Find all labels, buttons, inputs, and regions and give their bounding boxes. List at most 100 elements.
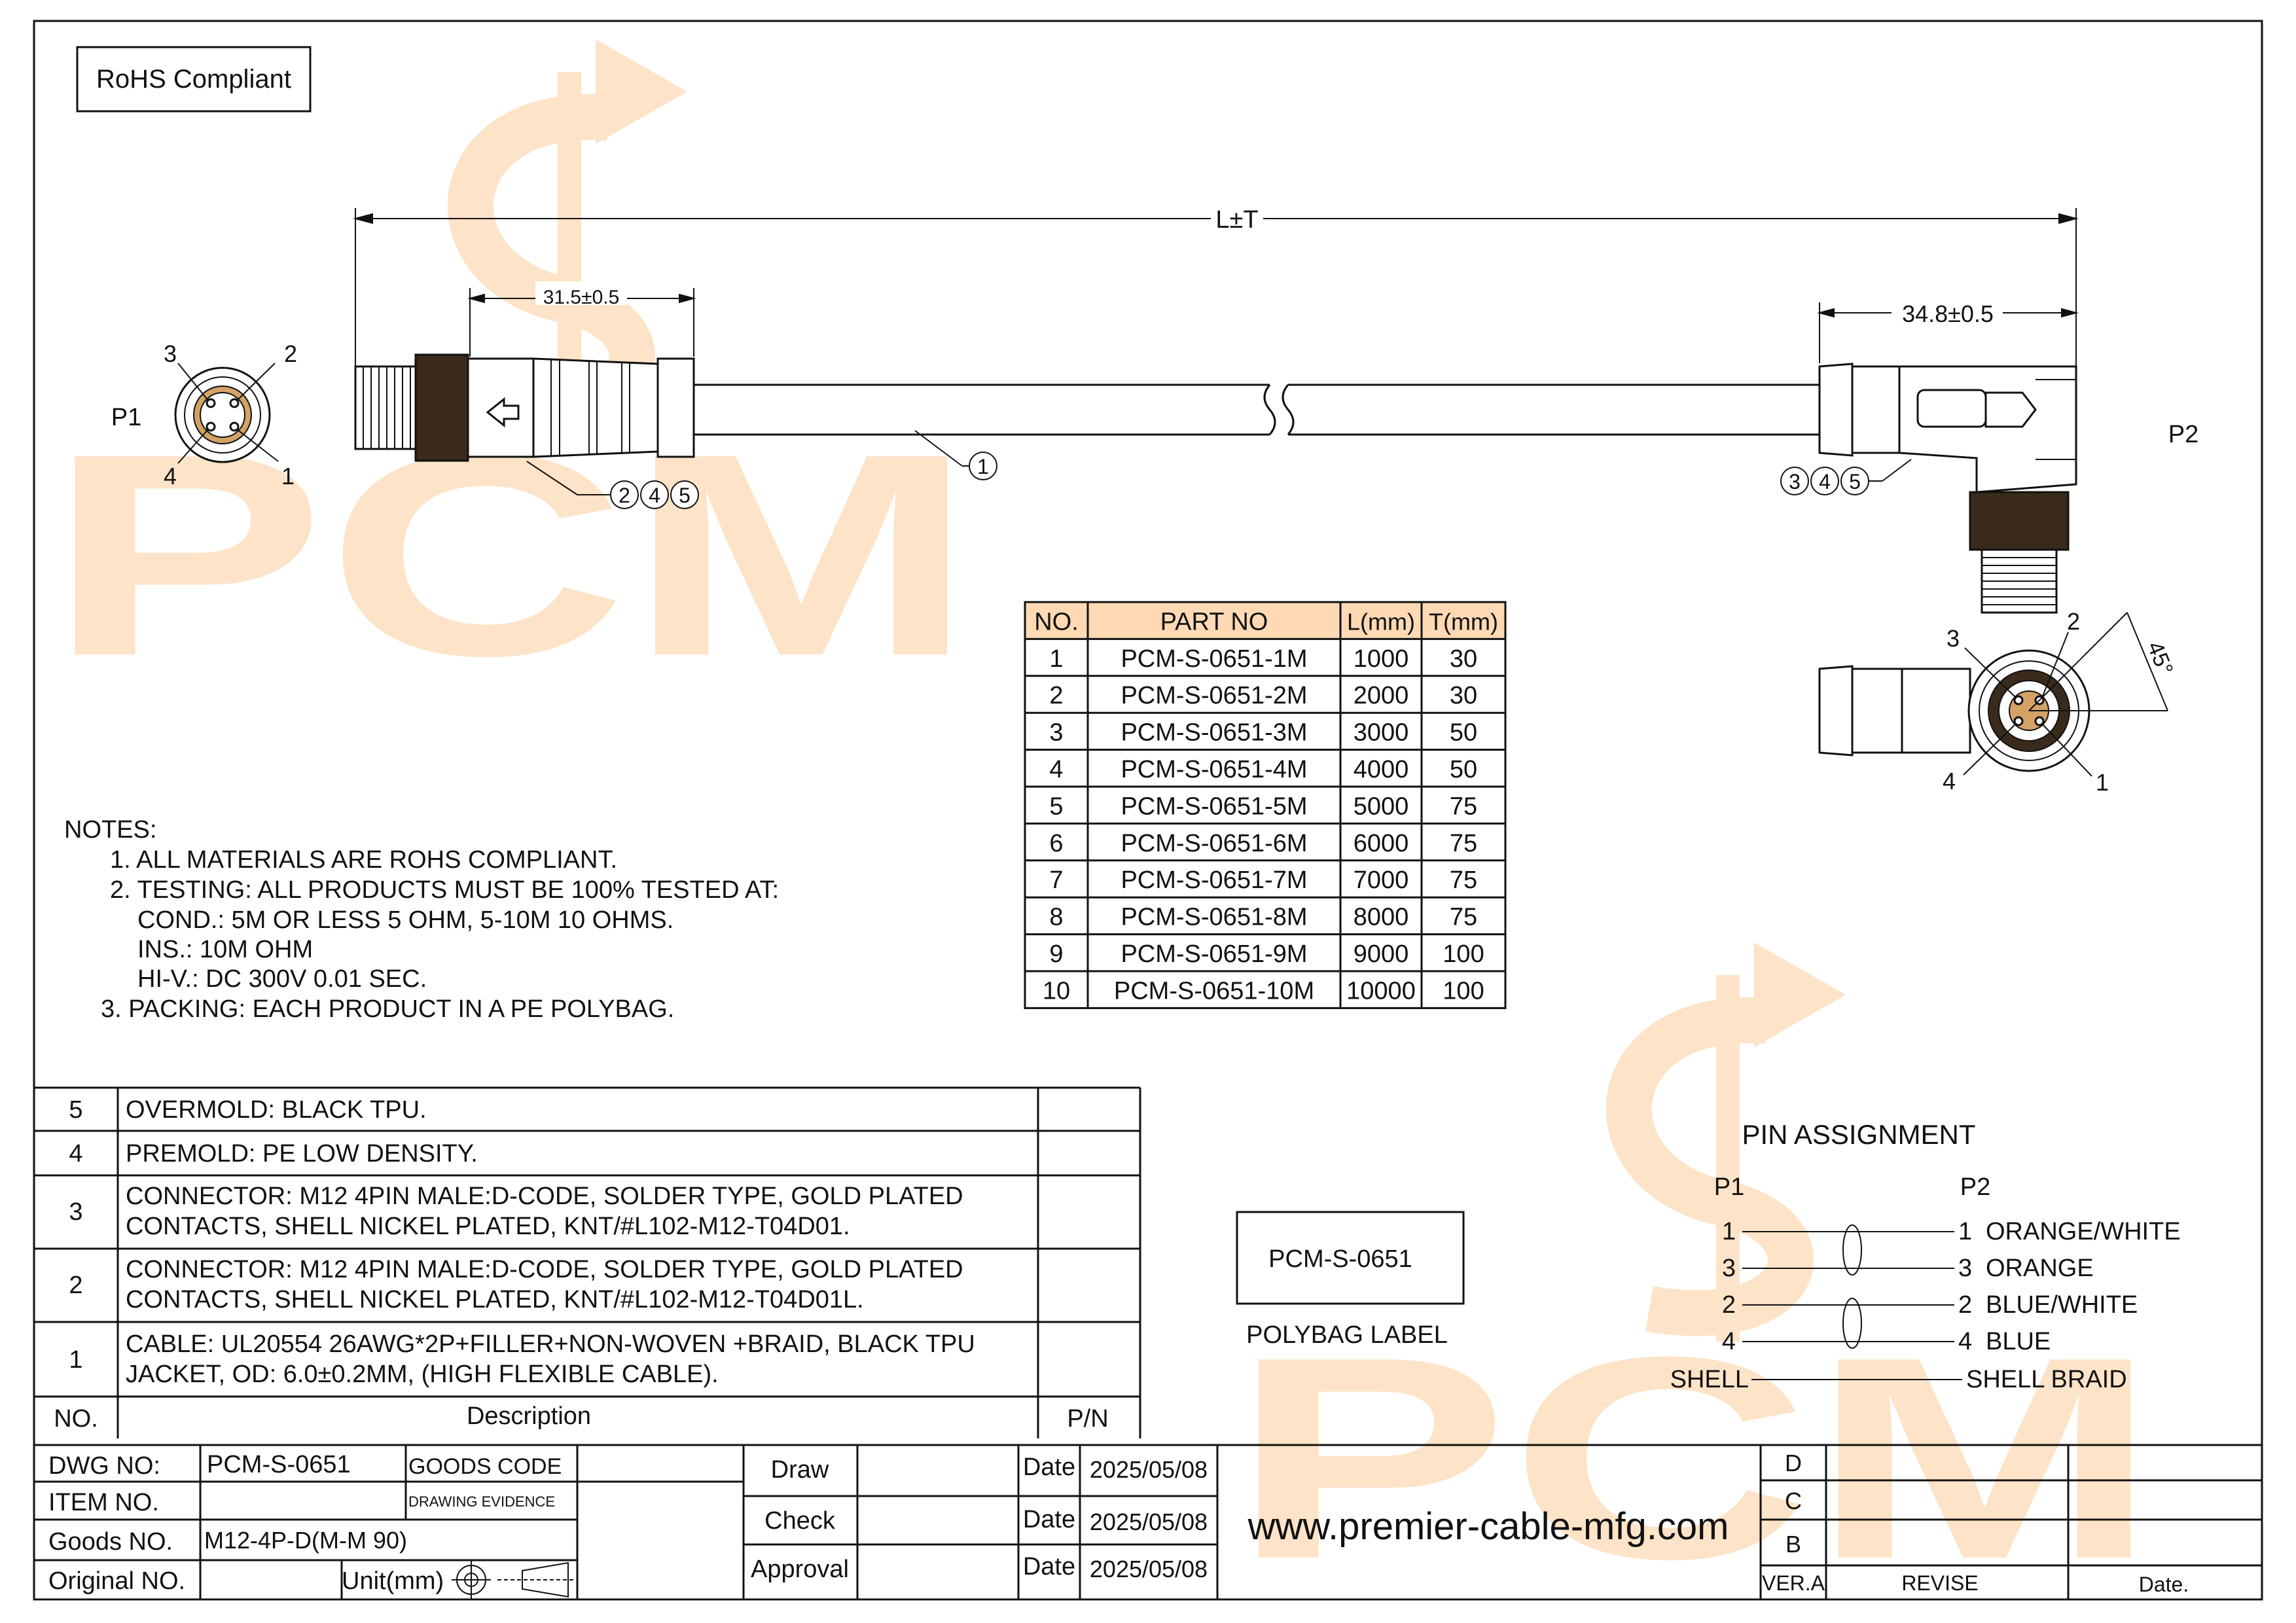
pin-row-1-p2: 1 <box>1958 1218 1972 1245</box>
pin-row-3-p1: 2 <box>1722 1291 1736 1319</box>
part-table-cell: 7000 <box>1354 866 1409 894</box>
bom-no-4: 4 <box>69 1140 82 1168</box>
svg-text:5: 5 <box>1849 470 1861 493</box>
pin-shell-p1: SHELL <box>1670 1366 1749 1393</box>
goods-no-value: M12-4P-D(M-M 90) <box>204 1527 407 1554</box>
dimension-p2-label: 34.8±0.5 <box>1902 300 1994 327</box>
drawing-evidence-label: DRAWING EVIDENCE <box>408 1493 555 1510</box>
p1-pin-4: 4 <box>164 463 177 490</box>
check-label: Check <box>764 1507 836 1535</box>
p2-pin-1: 1 <box>2096 769 2109 796</box>
bom-header-pn: P/N <box>1067 1405 1108 1433</box>
part-table-cell: 10000 <box>1346 977 1416 1005</box>
part-table-cell: PCM-S-0651-6M <box>1121 830 1307 857</box>
dwg-no-label: DWG NO: <box>48 1452 160 1480</box>
pin-row-4-color: BLUE <box>1986 1328 2051 1355</box>
bom-desc-3a: CONNECTOR: M12 4PIN MALE:D-CODE, SOLDER … <box>126 1183 963 1210</box>
part-table-cell: 6000 <box>1354 830 1409 857</box>
original-no-label: Original NO. <box>48 1567 185 1595</box>
revise-label: REVISE <box>1901 1571 1978 1595</box>
projection-symbol-icon <box>452 1560 576 1599</box>
website-link[interactable]: www.premier-cable-mfg.com <box>1247 1505 1729 1548</box>
p2-pin-4: 4 <box>1943 768 1956 794</box>
part-table-cell: 2000 <box>1354 682 1409 709</box>
version-label: VER.A <box>1762 1571 1825 1595</box>
part-table-header-0: NO. <box>1034 608 1079 635</box>
part-table-cell: 50 <box>1450 756 1477 783</box>
part-table-cell: 10 <box>1043 977 1070 1005</box>
pin-row-3-color: BLUE/WHITE <box>1986 1291 2138 1319</box>
bom-header-no: NO. <box>54 1405 98 1433</box>
part-table-cell: 2 <box>1049 682 1063 709</box>
bom-desc-1a: CABLE: UL20554 26AWG*2P+FILLER+NON-WOVEN… <box>126 1330 975 1358</box>
goods-no-label: Goods NO. <box>48 1528 173 1556</box>
bom-no-2: 2 <box>69 1272 82 1299</box>
revision-date-label: Date. <box>2139 1573 2189 1596</box>
svg-text:5: 5 <box>679 484 691 507</box>
polybag-label-value: PCM-S-0651 <box>1268 1245 1412 1273</box>
part-table-cell: 9000 <box>1354 940 1409 968</box>
p1-label: P1 <box>111 404 141 431</box>
part-table-cell: 9 <box>1049 940 1063 968</box>
part-table-cell: 5 <box>1049 793 1063 820</box>
part-table-cell: 75 <box>1450 904 1477 931</box>
part-table-cell: PCM-S-0651-1M <box>1121 645 1307 673</box>
p2-pin-3: 3 <box>1946 625 1960 652</box>
date-label-approval: Date <box>1023 1553 1075 1580</box>
pin-assignment-p1-header: P1 <box>1714 1173 1744 1201</box>
date-draw: 2025/05/08 <box>1090 1456 1208 1483</box>
svg-text:1: 1 <box>977 455 989 478</box>
pin-row-4-p1: 4 <box>1722 1328 1736 1355</box>
dwg-no-value: PCM-S-0651 <box>207 1451 351 1478</box>
part-table-cell: 50 <box>1450 719 1477 747</box>
svg-text:2: 2 <box>619 484 630 507</box>
revision-d: D <box>1785 1450 1802 1476</box>
part-table-cell: 1000 <box>1354 645 1409 673</box>
p2-pin-2: 2 <box>2067 608 2080 635</box>
dimension-p1-label: 31.5±0.5 <box>543 287 620 308</box>
part-table-header-2: L(mm) <box>1347 608 1415 635</box>
p1-connector <box>354 353 695 462</box>
balloon-cable: 1 <box>914 430 997 480</box>
cable <box>694 383 1820 436</box>
pin-assignment-p2-header: P2 <box>1960 1173 1990 1201</box>
part-table-cell: 3000 <box>1354 719 1409 747</box>
part-table-cell: PCM-S-0651-5M <box>1121 793 1307 820</box>
revision-b: B <box>1785 1531 1801 1558</box>
part-table-cell: 30 <box>1450 645 1477 673</box>
bom-desc-4: PREMOLD: PE LOW DENSITY. <box>126 1140 478 1168</box>
part-table-cell: PCM-S-0651-3M <box>1121 719 1307 747</box>
balloon-p1-group: 2 4 5 <box>526 461 699 509</box>
part-table-cell: 8 <box>1049 904 1063 931</box>
approval-label: Approval <box>751 1556 849 1583</box>
date-check: 2025/05/08 <box>1090 1508 1208 1535</box>
bom-header-description: Description <box>467 1402 591 1430</box>
note-3: 3. PACKING: EACH PRODUCT IN A PE POLYBAG… <box>101 995 674 1023</box>
pin-assignment-title: PIN ASSIGNMENT <box>1742 1119 1975 1150</box>
part-table-cell: PCM-S-0651-10M <box>1114 977 1314 1005</box>
svg-text:3: 3 <box>1789 470 1801 493</box>
note-2-cond: COND.: 5M OR LESS 5 OHM, 5-10M 10 OHMS. <box>137 906 673 934</box>
pin-row-1-p1: 1 <box>1722 1218 1736 1245</box>
p1-pin-leaders <box>177 363 279 464</box>
note-1: 1. ALL MATERIALS ARE ROHS COMPLIANT. <box>110 846 617 874</box>
part-table-cell: 75 <box>1450 793 1477 820</box>
pin-row-2-p2: 3 <box>1958 1255 1972 1282</box>
pin-wires <box>1742 1224 1962 1380</box>
bom-no-5: 5 <box>69 1096 82 1124</box>
date-label-check: Date <box>1023 1506 1075 1533</box>
angle-label: 45° <box>2142 638 2178 679</box>
part-table-cell: 75 <box>1450 866 1477 894</box>
part-table-cell: 100 <box>1443 940 1484 968</box>
p1-pin-3: 3 <box>164 340 177 367</box>
part-table-cell: PCM-S-0651-2M <box>1121 682 1307 709</box>
part-table-cell: 4 <box>1049 756 1063 783</box>
pin-assignment: PIN ASSIGNMENT P1 P2 1 3 2 4 1 3 2 4 ORA… <box>1670 1119 2181 1393</box>
part-table-cell: 30 <box>1450 682 1477 709</box>
dimension-overall-label: L±T <box>1215 206 1258 234</box>
pin-row-2-color: ORANGE <box>1986 1255 2094 1282</box>
revision-c: C <box>1785 1488 1802 1514</box>
rohs-label: RoHS Compliant <box>96 65 291 94</box>
part-table-cell: PCM-S-0651-8M <box>1121 904 1307 931</box>
